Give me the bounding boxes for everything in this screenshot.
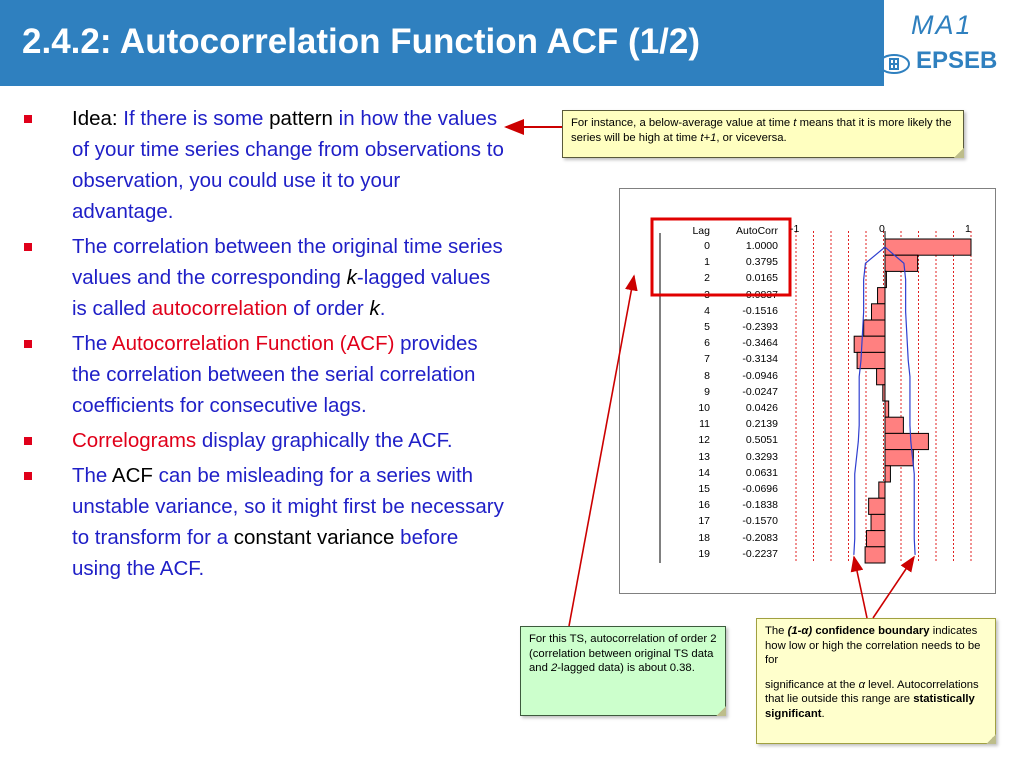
- correlogram-chart: [650, 217, 972, 564]
- acf-bar: [884, 465, 891, 483]
- bullet-correlation: The correlation between the original tim…: [22, 231, 504, 324]
- acf-bar: [876, 368, 886, 386]
- acf-bar: [864, 546, 886, 564]
- acf-bar: [884, 432, 929, 451]
- autocorr-value: 0.3795: [745, 256, 778, 269]
- autocorr-value: 0.0426: [745, 402, 778, 414]
- lag-value: 14: [698, 466, 710, 479]
- lag-value: 0: [704, 240, 710, 252]
- lag-value: 19: [698, 547, 710, 560]
- autocorr-value: -0.3464: [742, 337, 778, 350]
- note-fold-icon: [954, 148, 964, 158]
- lag-value: 9: [704, 385, 710, 398]
- autocorr-value: 0.5051: [745, 434, 778, 447]
- lag-value: 16: [698, 499, 710, 512]
- lag-value: 18: [698, 531, 710, 544]
- autocorr-value: -0.0247: [742, 385, 778, 398]
- axis-tick-label: -1: [790, 223, 800, 235]
- lag-value: 12: [698, 434, 710, 447]
- note-spacer: [765, 668, 987, 678]
- axis-tick-label: 1: [965, 223, 971, 235]
- note-fold-icon: [716, 706, 726, 716]
- logo-area: [884, 0, 1024, 86]
- lag-value: 11: [699, 418, 710, 431]
- autocorr-value: -0.1838: [742, 499, 778, 512]
- acf-bar: [884, 254, 919, 272]
- lower-confidence-line: [853, 246, 886, 555]
- acf-bar: [877, 287, 886, 305]
- bullet-idea: Idea: If there is some pattern in how th…: [22, 103, 504, 227]
- lag-value: 13: [698, 450, 710, 463]
- acf-bar: [884, 238, 972, 256]
- autocorr-value: -0.2083: [742, 531, 778, 544]
- bullet-square-icon: [24, 472, 32, 480]
- title-bar: [0, 0, 1024, 86]
- lag-value: 4: [704, 304, 710, 317]
- lag-value: 6: [704, 337, 710, 350]
- col-header-autocorr: AutoCorr: [735, 225, 778, 237]
- acf-bar: [853, 335, 886, 353]
- logo-epseb: EPSEB: [916, 47, 998, 74]
- autocorr-value: -0.1570: [742, 515, 778, 528]
- acf-bar: [868, 497, 886, 515]
- autocorr-value: 0.2139: [745, 418, 778, 431]
- autocorr-value: 1.0000: [745, 240, 778, 252]
- autocorr-value: -0.2393: [742, 321, 778, 333]
- lag-value: 15: [698, 483, 710, 495]
- lag-value: 8: [704, 369, 710, 382]
- acf-bar: [871, 303, 886, 321]
- autocorr-value: -0.1516: [742, 304, 778, 317]
- lag-value: 1: [704, 256, 710, 269]
- bullet-variance: The ACF can be misleading for a series w…: [22, 460, 504, 584]
- acf-bar: [870, 513, 886, 532]
- acf-bar: [878, 481, 886, 499]
- bullet-list: Idea: If there is some pattern in how th…: [22, 103, 504, 588]
- col-header-lag: Lag: [692, 225, 710, 237]
- highlight-box: [650, 217, 792, 297]
- lag-value: 17: [698, 515, 710, 528]
- epseb-logo-icon: [878, 54, 910, 74]
- acf-bar: [884, 416, 904, 434]
- lag-value: 10: [698, 402, 710, 414]
- bullet-correlograms: Correlograms display graphically the ACF…: [22, 425, 504, 456]
- bullet-square-icon: [24, 115, 32, 123]
- acf-bar: [865, 530, 886, 548]
- bullet-square-icon: [24, 437, 32, 445]
- autocorr-value: 0.0165: [745, 272, 778, 285]
- note-confidence-boundary: The (1-α) confidence boundary indicates …: [756, 618, 996, 744]
- acf-bar: [884, 449, 914, 467]
- note-below-average: For instance, a below-average value at t…: [562, 110, 964, 158]
- axis-tick-label: 0: [879, 223, 885, 235]
- lag-value: 5: [704, 321, 710, 333]
- autocorr-value: -0.3134: [742, 353, 778, 366]
- bullet-acf: The Autocorrelation Function (ACF) provi…: [22, 328, 504, 421]
- note-order-two: For this TS, autocorrelation of order 2 …: [520, 626, 726, 716]
- bullet-square-icon: [24, 340, 32, 348]
- lag-value: 2: [704, 272, 710, 285]
- acf-bar: [884, 400, 890, 418]
- bullet-square-icon: [24, 243, 32, 251]
- slide-title: 2.4.2: Autocorrelation Function ACF (1/2…: [22, 22, 701, 61]
- note-fold-icon: [986, 734, 996, 744]
- acf-bar: [863, 319, 886, 337]
- autocorr-value: 0.3293: [745, 450, 778, 463]
- autocorr-value: -0.2237: [742, 547, 778, 560]
- autocorr-value: -0.0946: [742, 369, 778, 382]
- autocorr-value: 0.0631: [745, 466, 778, 479]
- autocorr-value: -0.0696: [742, 483, 778, 495]
- lag-value: 7: [704, 353, 710, 366]
- upper-confidence-line: [884, 246, 916, 555]
- logo-ma1: MA1: [911, 10, 973, 40]
